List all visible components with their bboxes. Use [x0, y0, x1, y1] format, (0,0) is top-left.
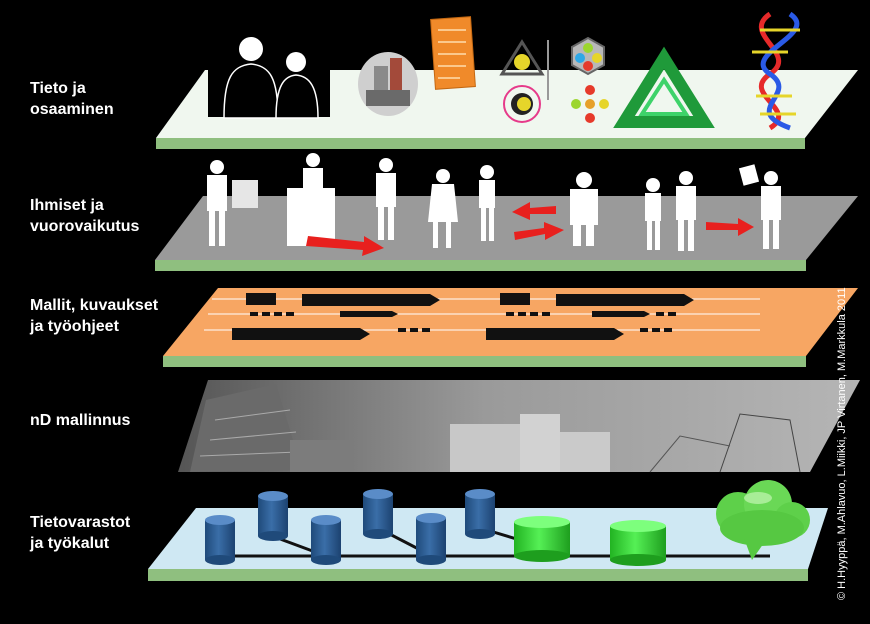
layer-models-edge [163, 356, 806, 367]
document-icon [430, 16, 476, 90]
city-model-image [190, 384, 801, 473]
layer-label-line: osaaminen [30, 101, 114, 118]
red-arrow-icon [306, 202, 754, 256]
penrose-triangle-icon [613, 46, 715, 128]
layer-label-line: nD mallinnus [30, 412, 131, 429]
people-silhouette-icon [208, 31, 330, 119]
cloud-speech-icon [716, 480, 810, 560]
copyright-text: © H.Hyyppä, M.Ahlavuo, L.Miikki, JP Virt… [836, 287, 848, 600]
layer-models [163, 288, 858, 367]
layer-interaction-edge [155, 260, 806, 271]
layer-modeling [178, 380, 860, 473]
layer-label-repositories: Tietovarastot ja työkalut [30, 512, 130, 554]
person-silhouette-icon [207, 153, 781, 251]
layer-knowledge [156, 11, 858, 149]
layer-label-line: Ihmiset ja [30, 197, 104, 214]
layer-interaction [155, 153, 858, 271]
layer-label-line: vuorovaikutus [30, 218, 140, 235]
layer-knowledge-edge [156, 138, 805, 149]
layer-label-modeling: nD mallinnus [30, 410, 130, 431]
layer-label-line: ja työohjeet [30, 318, 119, 335]
layer-label-line: Tieto ja [30, 80, 86, 97]
layer-repositories [148, 480, 828, 581]
process-flow-icon [204, 293, 760, 340]
layer-label-line: Mallit, kuvaukset [30, 297, 159, 314]
molecule-icon [499, 36, 609, 123]
layer-label-line: ja työkalut [30, 535, 110, 552]
layer-label-knowledge: Tieto ja osaaminen [30, 78, 114, 120]
layer-label-interaction: Ihmiset ja vuorovaikutus [30, 195, 139, 237]
database-icon [205, 489, 666, 566]
layer-interaction-plane [155, 196, 858, 260]
layer-repositories-edge [148, 569, 808, 581]
building-icon [358, 52, 418, 116]
layer-label-line: Tietovarastot [30, 514, 131, 531]
layer-label-models: Mallit, kuvaukset ja työohjeet [30, 295, 158, 337]
dna-helix-icon [752, 11, 800, 131]
